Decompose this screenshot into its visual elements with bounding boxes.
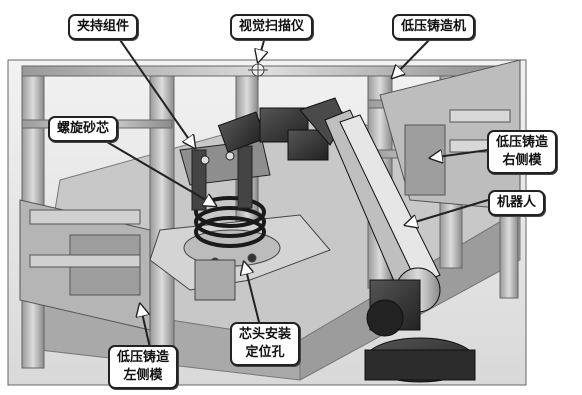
label-left-side-mold: 低压铸造 左侧模	[108, 345, 179, 389]
arrow-left-mold	[140, 304, 151, 349]
label-vision-scanner: 视觉扫描仪	[230, 14, 314, 40]
industrial-robot	[217, 97, 476, 383]
label-low-pressure-caster: 低压铸造机	[392, 14, 476, 40]
arrow-right-mold	[430, 149, 489, 158]
left-side-mold	[19, 199, 151, 331]
arrow-robot	[405, 199, 489, 225]
arrow-vision	[258, 36, 265, 62]
label-core-head-locating-hole: 芯头安装 定位孔	[230, 322, 301, 366]
arrow-sand-core	[101, 138, 216, 206]
arrow-caster	[392, 36, 433, 78]
callout-arrows	[101, 36, 489, 349]
arrow-locating-hole	[244, 262, 261, 327]
spiral-sand-core	[194, 196, 266, 248]
label-gripper-assembly: 夹持组件	[68, 14, 139, 40]
label-robot: 机器人	[488, 190, 546, 216]
arrow-gripper	[117, 36, 195, 148]
label-right-side-mold: 低压铸造 右侧模	[487, 130, 558, 174]
label-spiral-sand-core: 螺旋砂芯	[48, 116, 119, 142]
